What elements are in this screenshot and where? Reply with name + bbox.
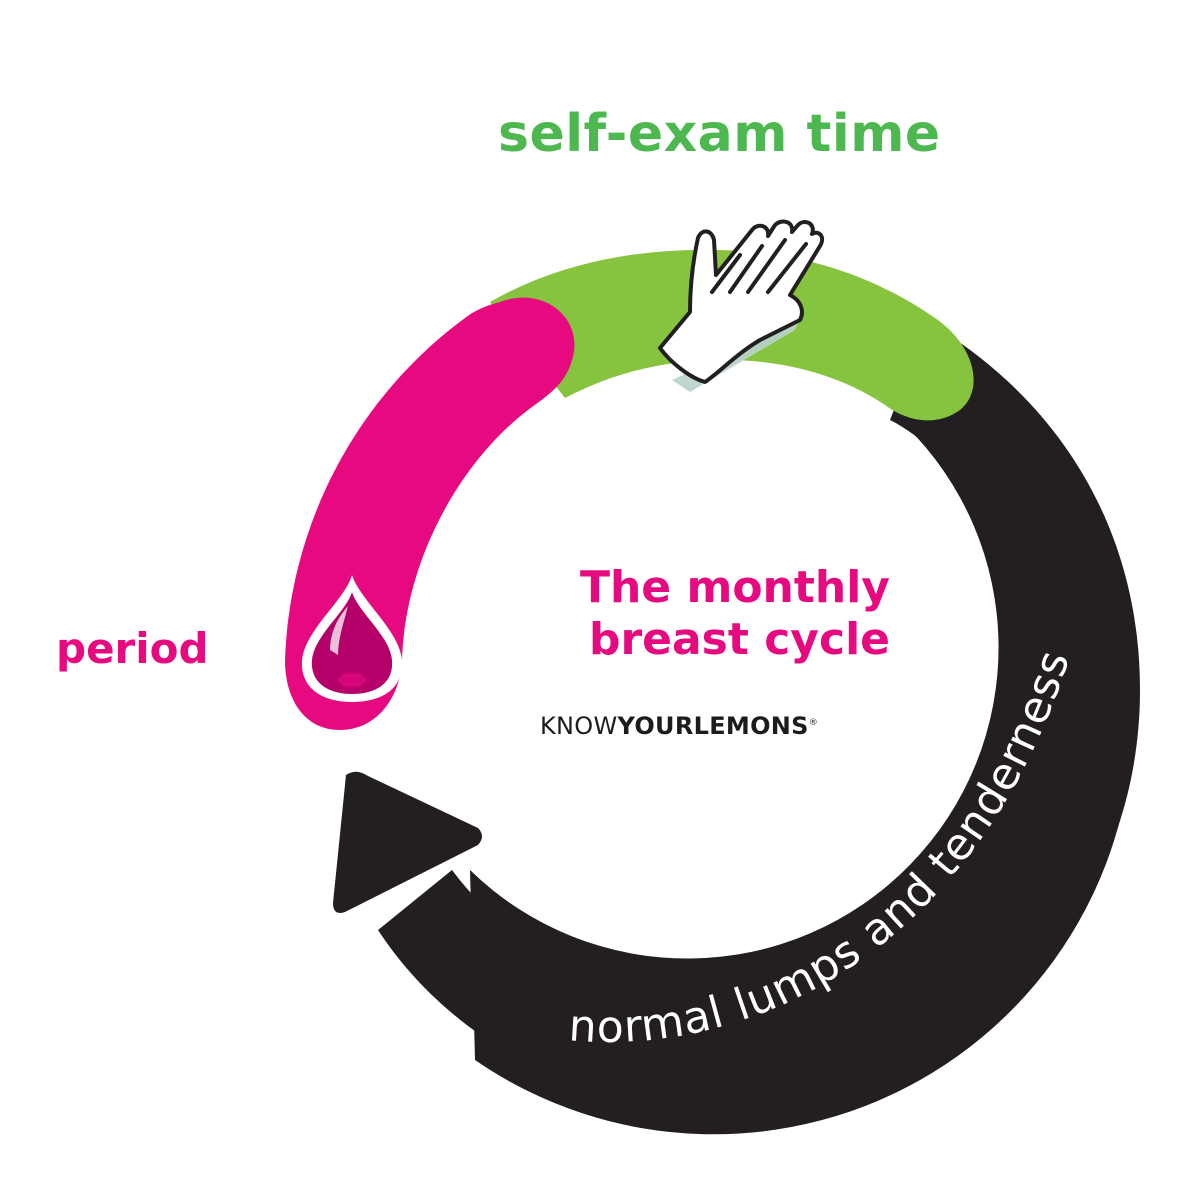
title-line-1: The monthly xyxy=(579,562,890,613)
brand-word-lemons: LEMONS xyxy=(693,712,809,740)
title-line-2: breast cycle xyxy=(588,613,890,665)
arrow-head-main xyxy=(333,771,482,913)
hand-icon xyxy=(658,219,825,392)
brand-word-know: KNOW xyxy=(540,712,618,740)
brand-word-your: YOUR xyxy=(617,712,694,740)
diagram-title: The monthly breast cycle xyxy=(470,562,890,666)
period-label: period xyxy=(56,624,209,673)
registered-mark: ® xyxy=(808,718,819,728)
self-exam-label: self-exam time xyxy=(498,104,941,164)
dark-arc-body xyxy=(378,322,1140,1110)
brand-logo: KNOWYOURLEMONS® xyxy=(540,712,818,740)
blood-drop-icon xyxy=(301,575,403,702)
